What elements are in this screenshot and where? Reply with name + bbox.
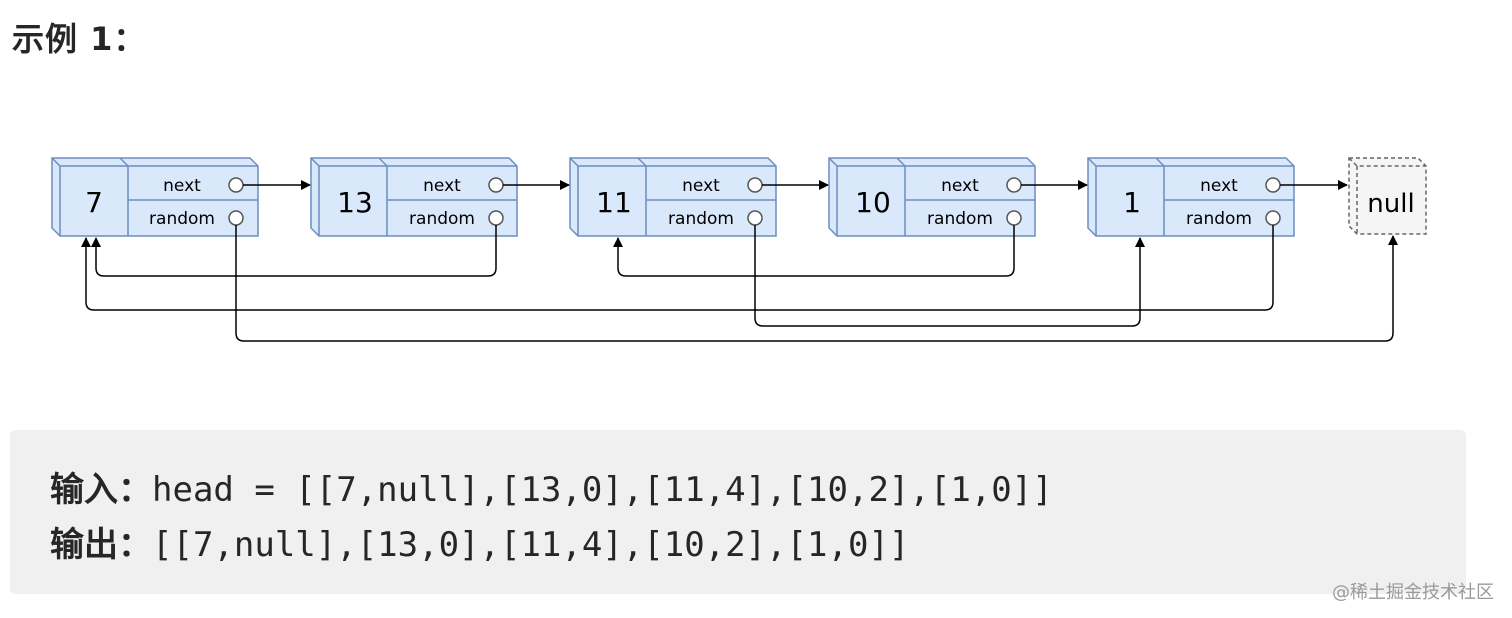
next-pointer-circle [747,177,763,193]
random-pointer-circle [1265,210,1281,226]
random-arrow-2 [754,225,1145,327]
output-line: 输出：[[7,null],[13,0],[11,4],[10,2],[1,0]] [50,517,909,566]
output-value: [[7,null],[13,0],[11,4],[10,2],[1,0]] [152,525,910,565]
random-label: random [1186,209,1252,229]
random-arrow-1 [91,225,497,277]
next-pointer-circle [228,177,244,193]
null-node: null [1348,157,1427,235]
random-pointer-circle [488,210,504,226]
node-value: 11 [596,186,632,219]
node-value: 10 [855,186,891,219]
input-value: head = [[7,null],[13,0],[11,4],[10,2],[1… [152,470,1053,510]
example-code-box [10,430,1466,594]
output-label: 输出： [50,525,152,565]
next-label: next [941,176,979,196]
node-value: 7 [85,186,103,219]
random-arrow-4 [81,225,1274,311]
example-heading: 示例 1： [12,20,147,58]
next-pointer-circle [488,177,504,193]
next-label: next [423,176,461,196]
node-value: 1 [1123,186,1141,219]
random-label: random [149,209,215,229]
node-value: 13 [337,186,373,219]
linked-list-diagram: 7 next random 13 next random 11 next ran… [51,157,1427,342]
input-label: 输入： [50,470,152,510]
random-pointer-circle [228,210,244,226]
random-arrow-0 [235,225,1398,342]
random-arrow-3 [613,225,1015,277]
next-pointer-circle [1265,177,1281,193]
random-arrows [81,225,1398,342]
input-line: 输入：head = [[7,null],[13,0],[11,4],[10,2]… [50,462,1053,511]
random-label: random [927,209,993,229]
next-label: next [1200,176,1238,196]
list-node-2: 11 next random [569,157,777,237]
list-node-0: 7 next random [51,157,259,237]
next-label: next [163,176,201,196]
random-pointer-circle [747,210,763,226]
random-label: random [409,209,475,229]
random-label: random [668,209,734,229]
next-label: next [682,176,720,196]
random-pointer-circle [1006,210,1022,226]
list-node-1: 13 next random [310,157,518,237]
watermark: @稀土掘金技术社区 [1332,582,1494,603]
null-label: null [1367,189,1414,219]
list-node-3: 10 next random [828,157,1036,237]
list-node-4: 1 next random [1087,157,1295,237]
next-pointer-circle [1006,177,1022,193]
